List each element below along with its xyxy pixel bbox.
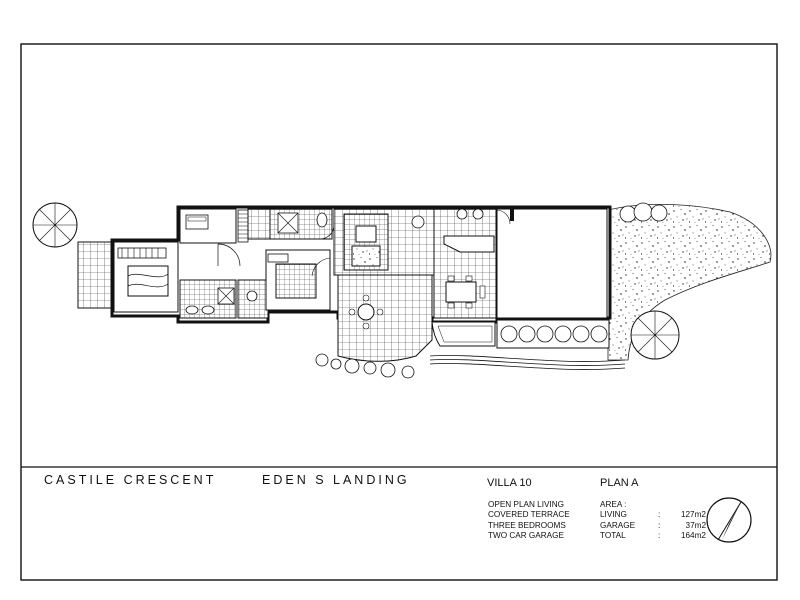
garage (496, 208, 608, 319)
area-value: 164m2 (680, 531, 706, 541)
area-value: 37m2 (685, 520, 706, 530)
area-table: LIVING : 127m2 GARAGE : 37m2 TOTAL : 164… (600, 510, 706, 541)
bedroom-3 (265, 249, 331, 311)
kitchen-dining (411, 208, 497, 319)
feature-item: THREE BEDROOMS (488, 520, 566, 530)
suburb-name: EDEN S LANDING (262, 473, 410, 487)
hallway (247, 208, 271, 240)
features-list: OPEN PLAN LIVING COVERED TERRACE THREE B… (488, 500, 570, 542)
tree-icon (630, 310, 680, 360)
laundry (237, 279, 269, 319)
living-room (333, 208, 435, 276)
bedroom-2 (179, 208, 249, 244)
area-label: LIVING (600, 510, 627, 520)
area-label: TOTAL (600, 531, 626, 541)
drawing-border (20, 43, 778, 581)
bathroom-1 (179, 279, 237, 319)
feature-item: TWO CAR GARAGE (488, 531, 564, 541)
area-sep: : (658, 520, 661, 530)
tree-icon (32, 202, 78, 248)
area-heading: AREA : (600, 500, 627, 509)
covered-terrace (337, 274, 496, 362)
area-label: GARAGE (600, 520, 636, 530)
area-sep: : (658, 531, 661, 541)
villa-label: VILLA 10 (487, 477, 532, 489)
bathroom-2 (269, 208, 333, 240)
north-arrow-icon (706, 497, 752, 543)
area-value: 127m2 (680, 510, 706, 520)
gravel-landscape (607, 202, 772, 361)
plan-label: PLAN A (600, 477, 639, 489)
street-name: CASTILE CRESCENT (44, 473, 217, 487)
bedroom-1 (113, 241, 179, 313)
feature-item: COVERED TERRACE (488, 510, 570, 520)
stepping-stones (315, 353, 626, 379)
courtyard (77, 241, 115, 309)
garden-pavers (496, 319, 610, 349)
feature-item: OPEN PLAN LIVING (488, 500, 564, 509)
area-sep: : (658, 510, 661, 520)
